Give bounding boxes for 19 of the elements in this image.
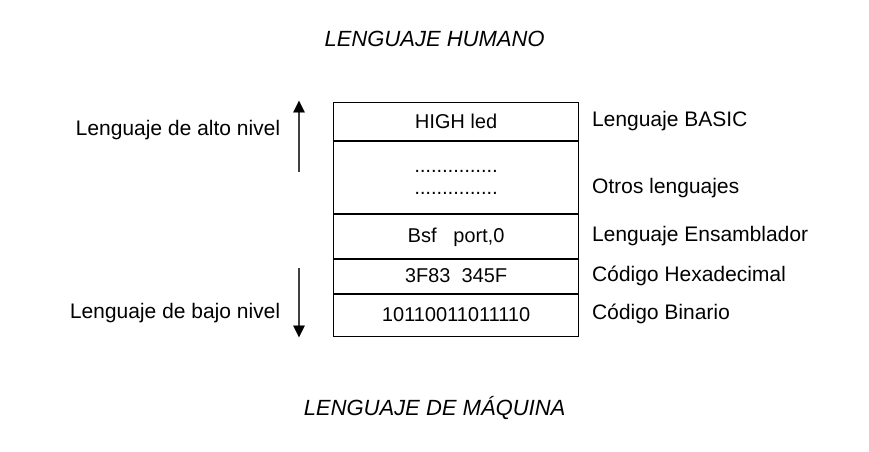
row-description: Lenguaje BASIC: [592, 108, 748, 132]
stack-row: [333, 102, 579, 142]
stack-row: [333, 140, 579, 214]
row-text: Bsf port,0: [406, 225, 506, 248]
stack-row: [333, 213, 579, 260]
row-description: Código Hexadecimal: [592, 262, 786, 286]
row-text: HIGH led: [414, 110, 498, 133]
row-text: ............... ...............: [413, 155, 499, 200]
level-label: Lenguaje de alto nivel: [74, 117, 280, 141]
row-text: 10110011011110: [381, 304, 531, 326]
heading: LENGUAJE HUMANO: [323, 26, 546, 52]
caption: LENGUAJE DE MÁQUINA: [302, 395, 566, 421]
row-description: Lenguaje Ensamblador: [592, 222, 808, 246]
stack-row: [333, 258, 579, 294]
level-label: Lenguaje de bajo nivel: [68, 300, 280, 324]
stack-row: [333, 293, 579, 336]
row-description: Código Binario: [592, 301, 730, 325]
row-description: Otros lenguajes: [592, 175, 740, 199]
row-text: 3F83 345F: [404, 265, 508, 288]
